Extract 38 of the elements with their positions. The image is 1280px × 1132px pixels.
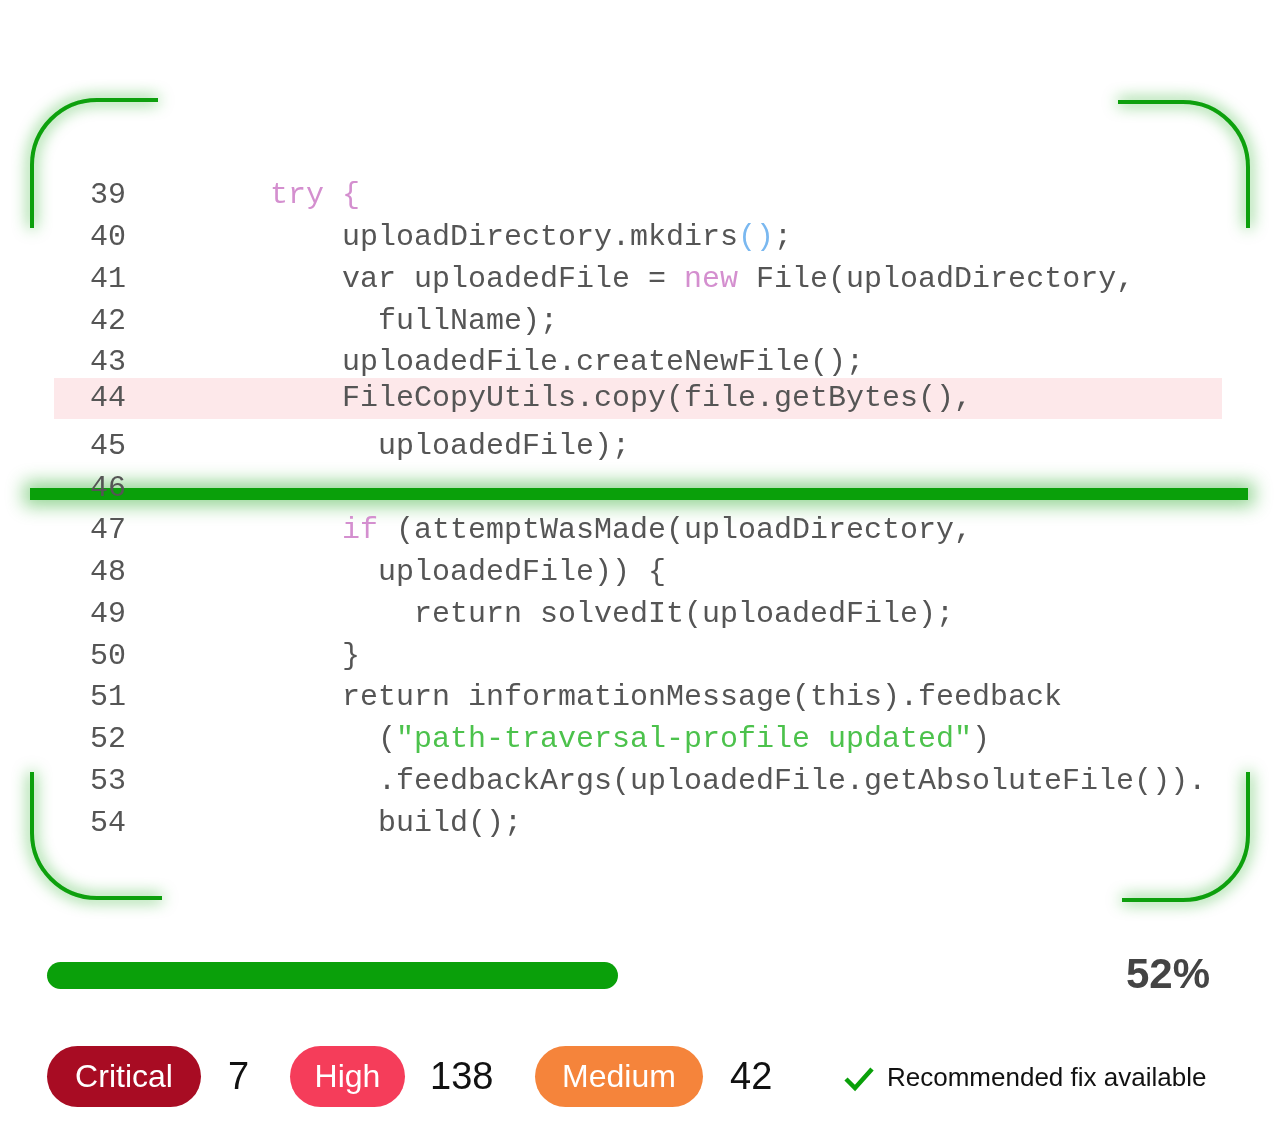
line-number: 48	[90, 553, 126, 591]
code-line: uploadDirectory.mkdirs();	[342, 218, 793, 256]
issue-count: 7	[228, 1054, 250, 1099]
line-number: 44	[90, 380, 126, 417]
line-number: 40	[90, 218, 126, 256]
line-number: 53	[90, 763, 126, 801]
code-line: fullName);	[378, 302, 559, 340]
line-number: 49	[90, 595, 126, 633]
line-number: 41	[90, 260, 126, 298]
code-line: return informationMessage(this).feedback	[342, 679, 1063, 717]
severity-badge: Critical	[47, 1046, 201, 1107]
code-line: uploadedFile);	[378, 428, 631, 466]
code-line: }	[342, 637, 360, 675]
line-number: 39	[90, 177, 126, 214]
severity-badge: Medium	[535, 1046, 703, 1107]
code-line: uploadedFile.createNewFile();	[342, 344, 865, 382]
line-number: 47	[90, 511, 126, 549]
line-number: 43	[90, 344, 126, 382]
code-line: .feedbackArgs(uploadedFile.getAbsoluteFile()).	[378, 763, 1207, 801]
line-number: 54	[90, 805, 126, 843]
code-line: uploadedFile)) {	[378, 553, 667, 591]
code-line: var uploadedFile = new File(uploadDirectory,	[342, 260, 1135, 298]
issue-count: 138	[430, 1054, 494, 1099]
line-number: 52	[90, 721, 126, 759]
code-line: ("path-traversal-profile updated")	[378, 721, 991, 759]
code-line: FileCopyUtils.copy(file.getBytes(),	[342, 380, 973, 417]
issue-count: 42	[730, 1054, 773, 1099]
code-line: try {	[270, 177, 360, 214]
severity-badge: High	[290, 1046, 405, 1107]
line-number: 45	[90, 428, 126, 466]
code-line: return solvedIt(uploadedFile);	[414, 595, 955, 633]
line-number: 51	[90, 679, 126, 717]
line-number: 42	[90, 302, 126, 340]
line-number: 50	[90, 637, 126, 675]
percentage-label: 52%	[1125, 950, 1210, 998]
code-line: if (attemptWasMade(uploadDirectory,	[342, 511, 973, 549]
status-text: Recommended fix available	[887, 1062, 1207, 1093]
code-line: build();	[378, 805, 523, 843]
